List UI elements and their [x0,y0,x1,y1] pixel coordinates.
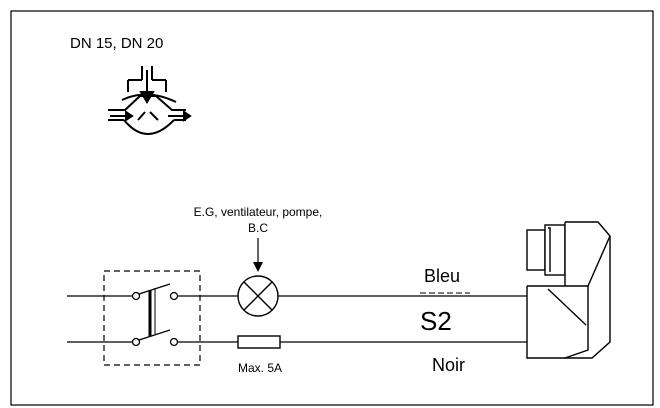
switch-s2-label: S2 [420,306,452,336]
connector-icon [526,221,611,359]
double-pole-switch [131,283,179,347]
lamp-icon [237,275,279,317]
wire-noir-label: Noir [432,355,465,375]
switch-housing [103,270,201,366]
valve-size-label: DN 15, DN 20 [70,35,163,52]
fuse-label: Max. 5A [238,361,282,375]
load-label-line2: B.C [248,221,268,235]
fuse-icon [237,335,281,349]
valve-icon [108,66,192,135]
load-arrow [253,238,263,272]
wire-bleu-label: Bleu [424,266,460,286]
diagram-border [10,10,654,406]
load-label-line1: E.G, ventilateur, pompe, [194,205,323,219]
